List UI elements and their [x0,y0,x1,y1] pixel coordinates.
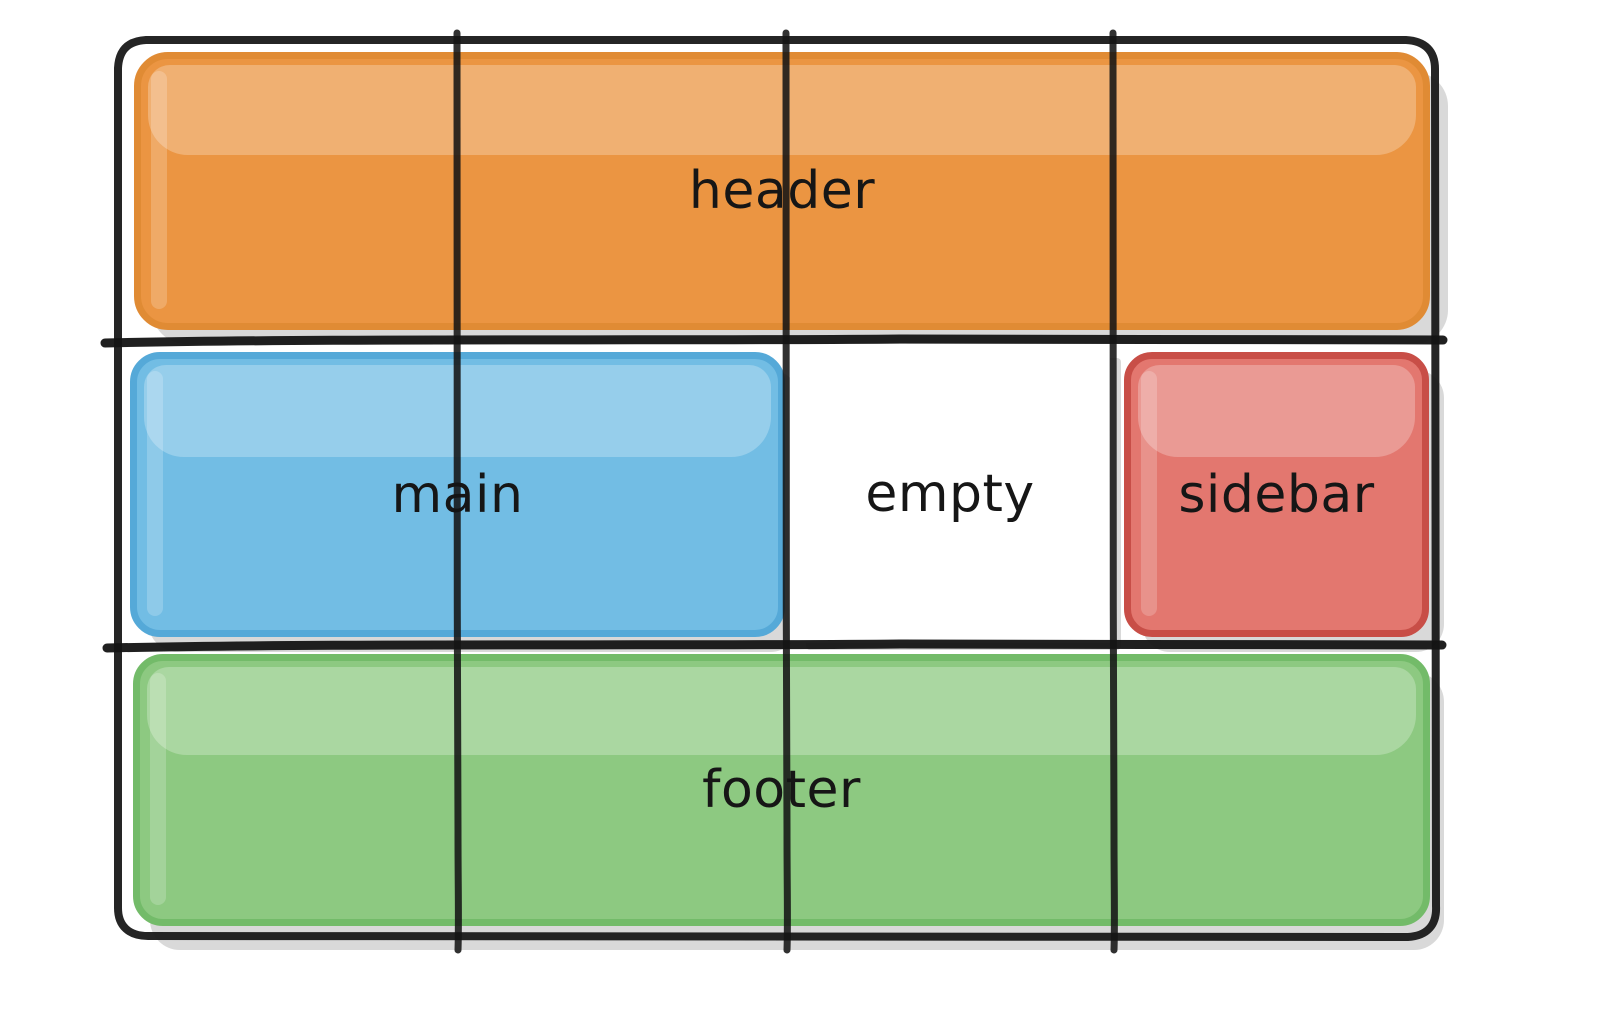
main-label: main [391,464,524,525]
grid-area-empty[interactable]: empty [790,345,1110,643]
footer-label: footer [702,760,861,820]
grid-area-footer[interactable]: footer [133,654,1430,926]
grid-area-sidebar[interactable]: sidebar [1124,352,1429,637]
grid-area-header[interactable]: header [134,52,1430,330]
grid-area-main[interactable]: main [130,352,785,637]
header-label: header [688,161,876,221]
empty-label: empty [865,464,1035,524]
sidebar-label: sidebar [1178,464,1375,525]
